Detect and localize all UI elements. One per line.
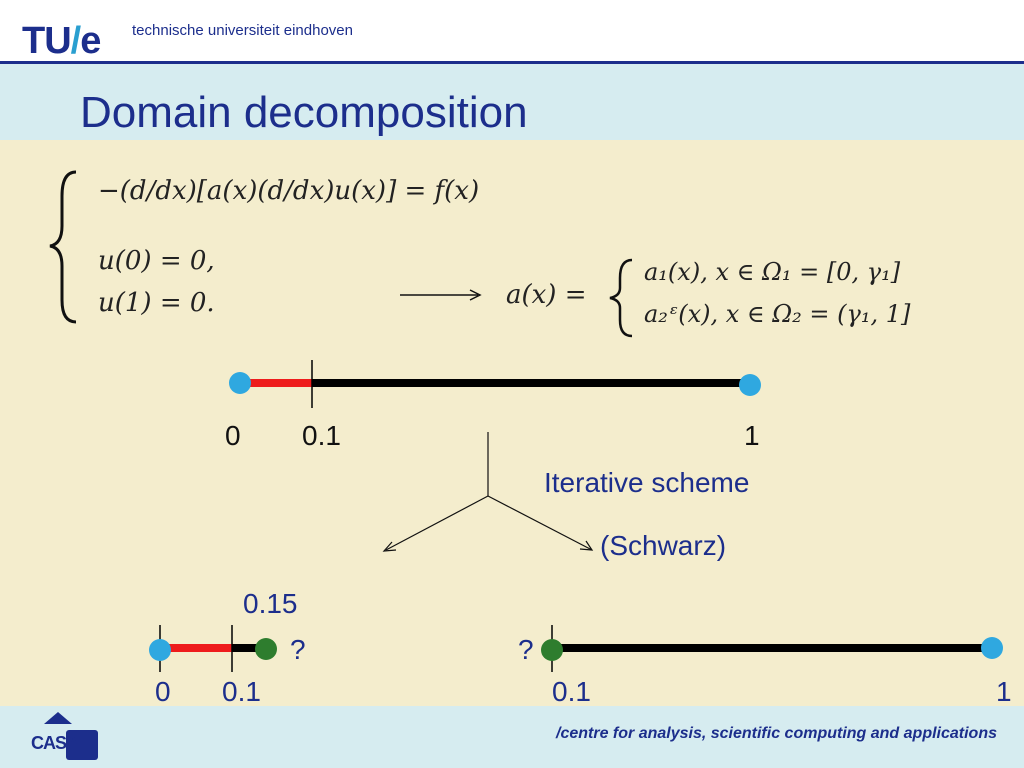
left-unknown-label: ? xyxy=(290,634,306,665)
boundary-condition-1: u(1) = 0. xyxy=(98,288,215,318)
left-node-0 xyxy=(149,639,171,661)
title-band xyxy=(0,64,1024,140)
coefficient-case-2: a₂ᵋ(x), x ∈ Ω₂ = (γ₁, 1] xyxy=(644,300,911,328)
top-node-1 xyxy=(739,374,761,396)
right-node-01 xyxy=(541,639,563,661)
scheme-arrow-right xyxy=(487,495,593,551)
casa-logo xyxy=(44,712,98,760)
footer-bar xyxy=(0,706,1024,768)
left-label-0: 0 xyxy=(155,676,171,707)
scheme-arrow-left-head xyxy=(382,541,397,552)
boundary-condition-0: u(0) = 0, xyxy=(98,246,215,276)
coefficient-lhs: a(x) = xyxy=(506,280,587,310)
tue-logo: TU/e xyxy=(22,20,101,62)
top-node-0 xyxy=(229,372,251,394)
right-unknown-label: ? xyxy=(518,634,534,665)
iterative-scheme-label: Iterative scheme xyxy=(544,467,750,498)
ode-equation: −(d/dx)[a(x)(d/dx)u(x)] = f(x) xyxy=(98,176,480,206)
coefficient-brace xyxy=(609,258,633,338)
content-area xyxy=(0,140,1024,706)
slide-title: Domain decomposition xyxy=(80,88,528,137)
left-label-01: 0.1 xyxy=(222,676,261,707)
right-label-01: 0.1 xyxy=(552,676,591,707)
header-rule xyxy=(0,61,1024,64)
footer-text: /centre for analysis, scientific computi… xyxy=(556,725,997,742)
left-node-015 xyxy=(255,638,277,660)
schwarz-label: (Schwarz) xyxy=(600,530,727,561)
coefficient-case-1: a₁(x), x ∈ Ω₁ = [0, γ₁] xyxy=(644,258,901,286)
top-label-1: 1 xyxy=(744,420,760,451)
left-label-015: 0.15 xyxy=(243,588,298,619)
system-brace xyxy=(49,170,77,324)
scheme-arrow-right-head xyxy=(579,540,594,551)
right-label-1: 1 xyxy=(996,676,1012,707)
top-label-01: 0.1 xyxy=(302,420,341,451)
scheme-arrow-left xyxy=(385,495,489,551)
right-node-1 xyxy=(981,637,1003,659)
header-bar xyxy=(0,0,1024,62)
casa-logo-text: CASA xyxy=(31,733,79,753)
university-tagline: technische universiteit eindhoven xyxy=(132,22,353,39)
implication-arrow-head xyxy=(469,289,482,301)
top-label-0: 0 xyxy=(225,420,241,451)
